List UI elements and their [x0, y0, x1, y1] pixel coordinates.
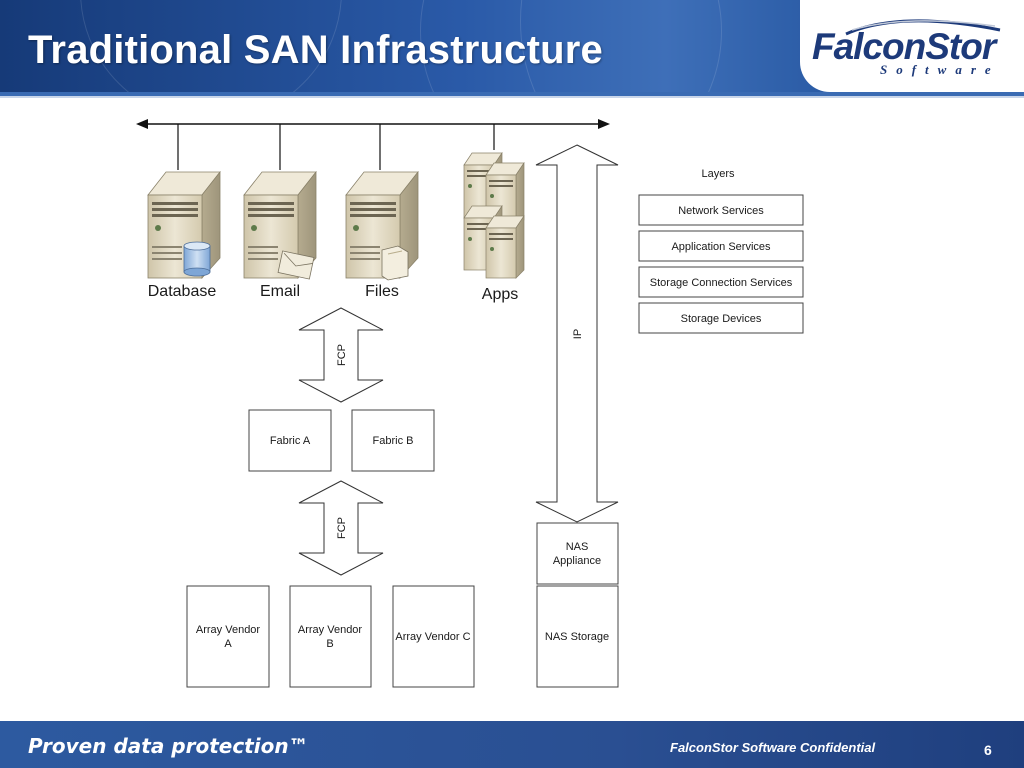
layer-application-services-label: Application Services: [671, 241, 771, 253]
nas-appliance-box: [536, 522, 619, 585]
logo-subtitle: Software: [880, 62, 1000, 77]
array-vendor-b-line1: Array Vendor: [298, 624, 363, 636]
fcp-arrow-upper: [298, 307, 384, 403]
fabric-a-box: [248, 409, 332, 472]
ip-arrow: [535, 144, 619, 523]
server-label-email: Email: [260, 283, 300, 300]
fabric-b-box: [351, 409, 435, 472]
footer-bar: [0, 721, 1024, 768]
header-rule-light: [0, 96, 1024, 98]
array-vendor-b-box: [289, 585, 372, 688]
fcp-label-lower: FCP: [336, 517, 348, 539]
slide-title: Traditional SAN Infrastructure: [28, 28, 603, 72]
app-servers-icon: [463, 151, 525, 279]
file-server-icon: [345, 170, 419, 281]
nas-storage-label: NAS Storage: [545, 631, 609, 643]
array-vendor-c-box: [392, 585, 475, 688]
layer-application-services-box: [638, 230, 804, 262]
fabric-a-label: Fabric A: [270, 435, 311, 447]
layer-storage-devices-label: Storage Devices: [681, 313, 762, 325]
array-vendor-a-box: [186, 585, 270, 688]
header-rule: [0, 92, 1024, 96]
array-vendor-a-line2: A: [224, 638, 232, 650]
fabric-b-label: Fabric B: [373, 435, 414, 447]
array-vendor-b-line2: B: [326, 638, 333, 650]
layer-storage-devices-box: [638, 302, 804, 334]
array-vendor-c-label: Array Vendor C: [395, 631, 470, 643]
layers-title: Layers: [701, 168, 735, 180]
server-label-database: Database: [148, 283, 217, 300]
page-number: 6: [984, 742, 992, 758]
layer-network-services-label: Network Services: [678, 205, 764, 217]
nas-appliance-line2: Appliance: [553, 555, 601, 567]
logo-panel: [800, 0, 1024, 92]
layer-network-services-box: [638, 194, 804, 226]
fcp-label-upper: FCP: [336, 344, 348, 366]
network-backbone-arrow: [136, 119, 610, 170]
fcp-arrow-lower: [298, 480, 384, 576]
server-label-files: Files: [365, 283, 399, 300]
footer-confidential: FalconStor Software Confidential: [670, 740, 876, 755]
layer-storage-connection-box: [638, 266, 804, 298]
nas-appliance-line1: NAS: [566, 541, 589, 553]
nas-storage-box: [536, 585, 619, 688]
footer-tagline: Proven data protection™: [28, 734, 309, 758]
database-server-icon: [147, 170, 221, 280]
ip-label: IP: [572, 329, 584, 339]
server-label-apps: Apps: [482, 286, 518, 303]
layer-storage-connection-label: Storage Connection Services: [650, 277, 793, 289]
email-server-icon: [243, 170, 317, 280]
array-vendor-a-line1: Array Vendor: [196, 624, 261, 636]
logo-brand: FalconStor: [812, 26, 996, 67]
